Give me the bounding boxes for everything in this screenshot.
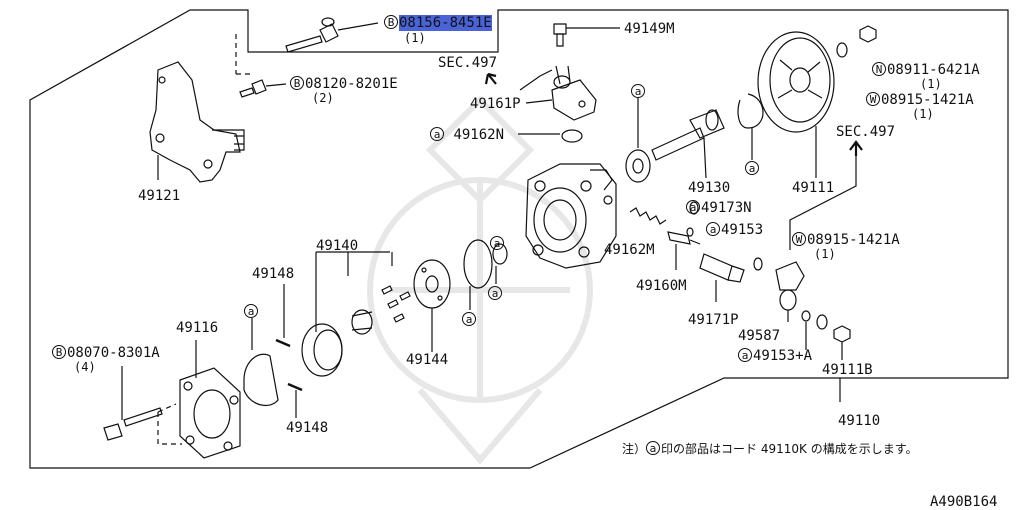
circle-mark-a: a	[738, 348, 752, 362]
washer-08915	[836, 42, 848, 58]
mark-a-oring-small: a	[490, 236, 505, 252]
nut-49111B	[833, 325, 851, 343]
part-label-49162N[interactable]: a 49162N	[430, 127, 504, 143]
circle-mark-b: B	[52, 345, 66, 359]
pulley-49111	[757, 31, 835, 178]
assembly-frame	[29, 9, 1009, 469]
sec-ref-497-top[interactable]: SEC.497	[438, 55, 498, 71]
mark-a-gasket: a	[244, 304, 259, 320]
circle-mark-n: N	[872, 62, 886, 76]
circle-mark-b: B	[384, 15, 398, 29]
circle-mark-a: a	[430, 127, 444, 141]
pin-49148-bot	[287, 382, 303, 392]
part-label-49144[interactable]: 49144	[406, 352, 449, 368]
part-label-49160M[interactable]: 49160M	[636, 278, 687, 294]
figure-code: A490B164	[930, 494, 998, 510]
bracket-49121	[149, 34, 250, 183]
gasket	[243, 353, 279, 407]
qty-08156: (1)	[404, 31, 426, 45]
pump-body	[525, 163, 617, 269]
arrow-sec497-top	[484, 72, 497, 85]
sec-ref-497-right[interactable]: SEC.497	[836, 124, 896, 140]
part-label-49162M[interactable]: 49162M	[604, 242, 655, 258]
circle-mark-w: W	[792, 232, 806, 246]
watermark-emblem	[367, 95, 593, 465]
part-label-49130[interactable]: 49130	[688, 180, 731, 196]
mark-a-oring-large: a	[462, 312, 477, 328]
nut-08911	[859, 25, 877, 43]
plate-49144	[413, 259, 451, 352]
qty-08070: (4)	[74, 360, 96, 374]
part-label-49161P[interactable]: 49161P	[470, 96, 521, 112]
arrow-sec497-right	[849, 140, 863, 156]
circle-mark-a: a	[646, 441, 661, 455]
valve-49160M	[667, 231, 701, 270]
circle-mark-a: a	[686, 200, 700, 214]
qty-08915-mid: (1)	[814, 247, 836, 261]
bolt-08120	[239, 79, 287, 98]
part-label-49171P[interactable]: 49171P	[688, 312, 739, 328]
snap-ring	[737, 93, 764, 129]
mark-a-seal: a	[631, 84, 646, 100]
bolt-08070	[103, 366, 163, 441]
fitting-49161P	[519, 65, 597, 121]
part-label-49111[interactable]: 49111	[792, 180, 835, 196]
pin-49148-top	[275, 338, 291, 348]
part-label-49587[interactable]: 49587	[738, 328, 781, 344]
qty-08915-top: (1)	[912, 107, 934, 121]
shaft-49130	[651, 109, 725, 179]
cover-49116	[157, 340, 241, 459]
mark-a-oring-mid: a	[488, 286, 503, 302]
part-label-49148-top[interactable]: 49148	[252, 266, 295, 282]
spring-49162M	[629, 207, 667, 225]
part-label-49149M[interactable]: 49149M	[624, 21, 675, 37]
bolt-08156	[285, 17, 379, 53]
part-label-49111B[interactable]: 49111B	[822, 362, 873, 378]
oring-49162N	[561, 129, 583, 143]
cartridge-49140	[301, 251, 411, 377]
circle-mark-b: B	[290, 76, 304, 90]
qty-08120: (2)	[312, 91, 334, 105]
washer-08915-mid	[816, 314, 828, 330]
seal-ring	[625, 98, 651, 183]
qty-08911: (1)	[920, 77, 942, 91]
connector-49171P	[699, 253, 745, 302]
part-label-49116[interactable]: 49116	[176, 320, 219, 336]
bracket-49587	[775, 261, 805, 322]
bolt-49149M	[553, 23, 620, 47]
part-label-49148-bot[interactable]: 49148	[286, 420, 329, 436]
part-label-49140[interactable]: 49140	[316, 238, 359, 254]
circle-mark-w: W	[866, 92, 880, 106]
circle-mark-a: a	[706, 222, 720, 236]
mark-a-snapring: a	[745, 161, 760, 177]
part-label-49121[interactable]: 49121	[138, 188, 181, 204]
part-label-49110[interactable]: 49110	[838, 413, 881, 429]
